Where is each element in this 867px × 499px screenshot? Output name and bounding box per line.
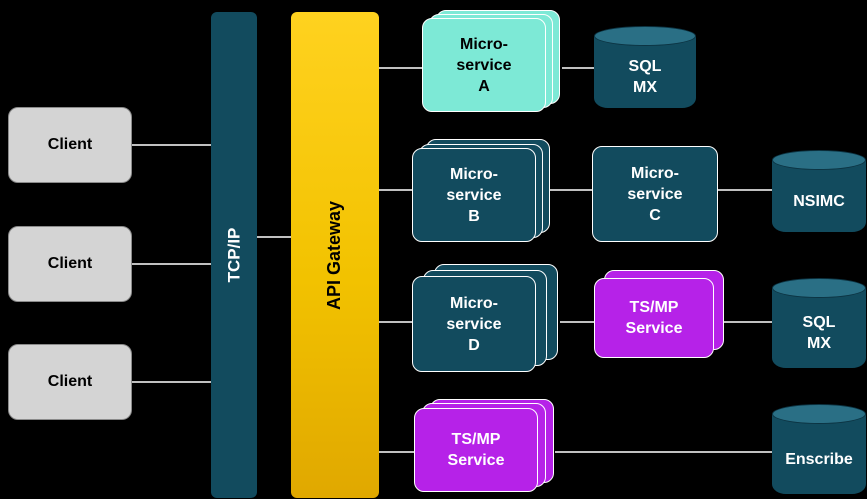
tcpip-label: TCP/IP — [224, 227, 244, 283]
client-label: Client — [47, 255, 93, 272]
database-cylinder-body — [594, 36, 696, 108]
microservice-c-card: Micro- service C — [592, 146, 718, 242]
database-cylinder-body — [772, 160, 866, 232]
tsmp-service-1-card: TS/MP Service — [594, 278, 714, 358]
database-enscribe: Enscribe — [772, 404, 866, 494]
api-gateway-label: API Gateway — [324, 200, 345, 310]
database-cylinder-body — [772, 288, 866, 368]
tsmp-service-1-label: TS/MP Service — [625, 299, 683, 337]
database-cylinder-top — [594, 26, 696, 46]
database-label: Enscribe — [785, 450, 853, 468]
client-label: Client — [47, 136, 93, 153]
database-cylinder-top — [772, 278, 866, 298]
tsmp-service-2-card: TS/MP Service — [414, 408, 538, 492]
client-label: Client — [47, 373, 93, 390]
api-gateway-bar: API Gateway — [291, 12, 379, 498]
microservice-a-card: Micro- service A — [422, 18, 546, 112]
database-cylinder-top — [772, 150, 866, 170]
tsmp-service-2-label: TS/MP Service — [447, 431, 505, 469]
database-cylinder-body — [772, 414, 866, 494]
client-box-1: Client — [8, 107, 132, 183]
database-label: NSIMC — [793, 192, 845, 210]
database-sqlmx-top: SQL MX — [594, 26, 696, 108]
database-label: SQL MX — [628, 58, 662, 96]
database-nsimc: NSIMC — [772, 150, 866, 232]
database-label: SQL MX — [802, 314, 836, 352]
microservice-b-card: Micro- service B — [412, 148, 536, 242]
microservice-a-label: Micro- service A — [456, 35, 512, 95]
client-box-2: Client — [8, 226, 132, 302]
client-box-3: Client — [8, 344, 132, 420]
database-cylinder-top — [772, 404, 866, 424]
microservice-d-card: Micro- service D — [412, 276, 536, 372]
microservice-c-label: Micro- service C — [627, 164, 683, 224]
microservice-d-label: Micro- service D — [446, 294, 502, 354]
database-sqlmx-row3: SQL MX — [772, 278, 866, 368]
microservice-b-label: Micro- service B — [446, 165, 502, 225]
tcpip-bar: TCP/IP — [211, 12, 257, 498]
